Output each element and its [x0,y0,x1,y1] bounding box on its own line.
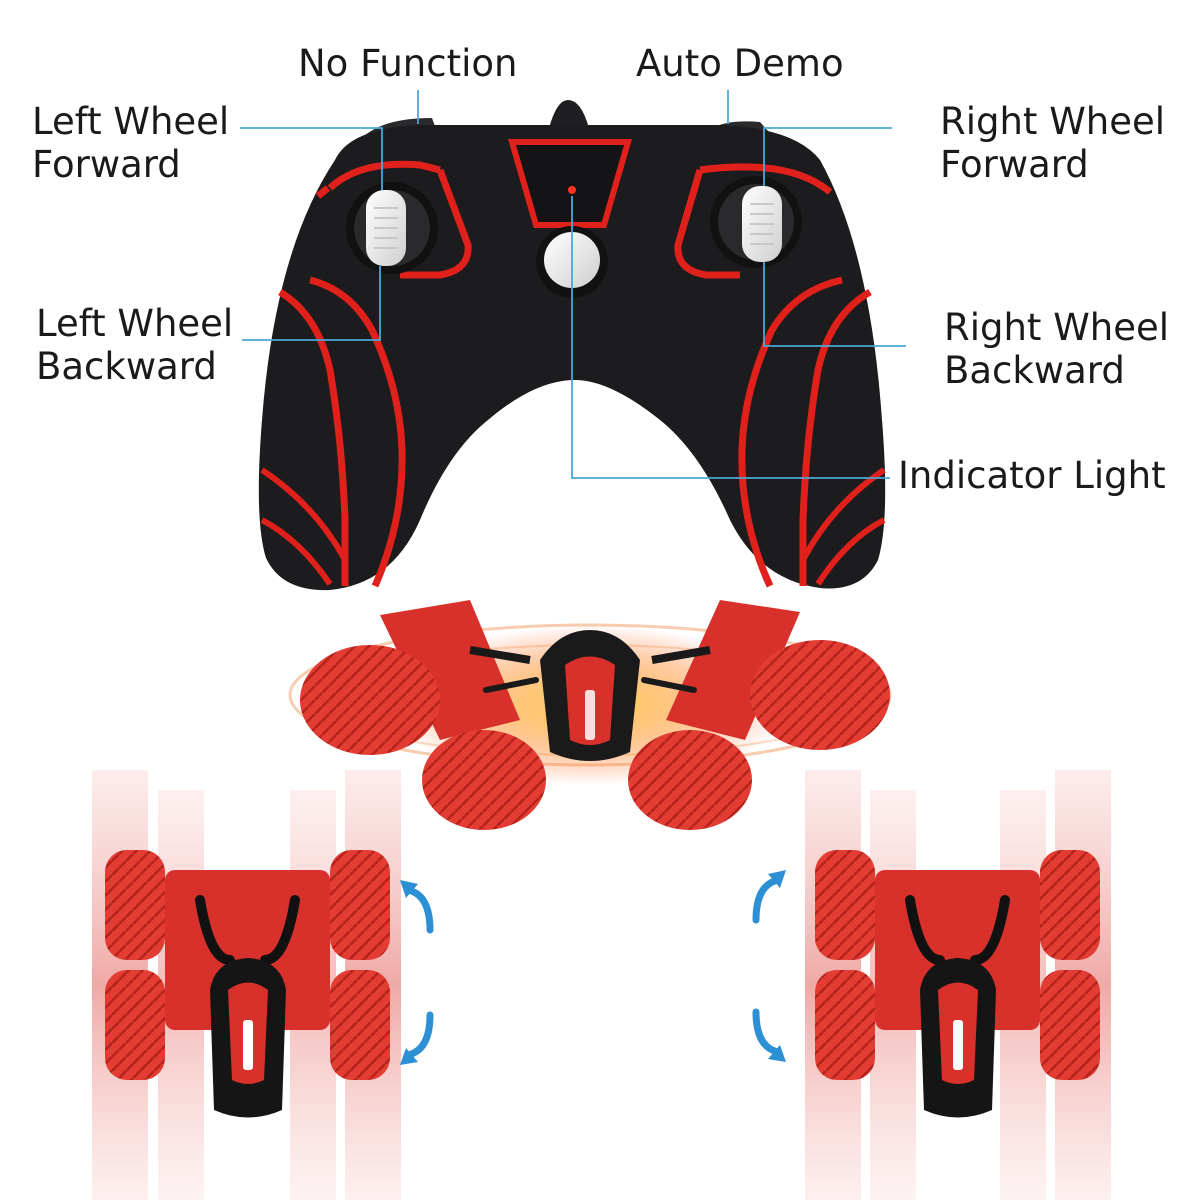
callout-line-left-backward [242,266,381,341]
rc-stunt-car-flip-left [92,770,401,1200]
rotate-arrow-icon [752,1008,782,1056]
callout-line-left-forward [240,127,383,190]
label-right-wheel-backward: Right Wheel Backward [944,306,1170,392]
antenna [548,100,590,132]
callout-line-indicator [571,196,890,479]
callout-line-right-backward [763,262,906,347]
rotate-arrow-icon [404,1011,434,1059]
callout-line-right-forward [763,127,892,186]
indicator-light [568,186,576,194]
label-indicator-light: Indicator Light [898,454,1166,497]
callout-lines [240,90,906,479]
label-left-wheel-forward: Left Wheel Forward [32,100,230,186]
rc-stunt-car-flip-right [805,770,1111,1200]
rotate-arrow-icon [404,886,434,934]
rotate-arrow-icon [752,876,782,924]
rc-stunt-car-spinning [288,600,892,830]
label-right-wheel-forward: Right Wheel Forward [940,100,1166,186]
label-no-function: No Function [298,42,518,85]
label-left-wheel-backward: Left Wheel Backward [36,302,234,388]
center-panel [508,139,632,228]
label-auto-demo: Auto Demo [636,42,844,85]
